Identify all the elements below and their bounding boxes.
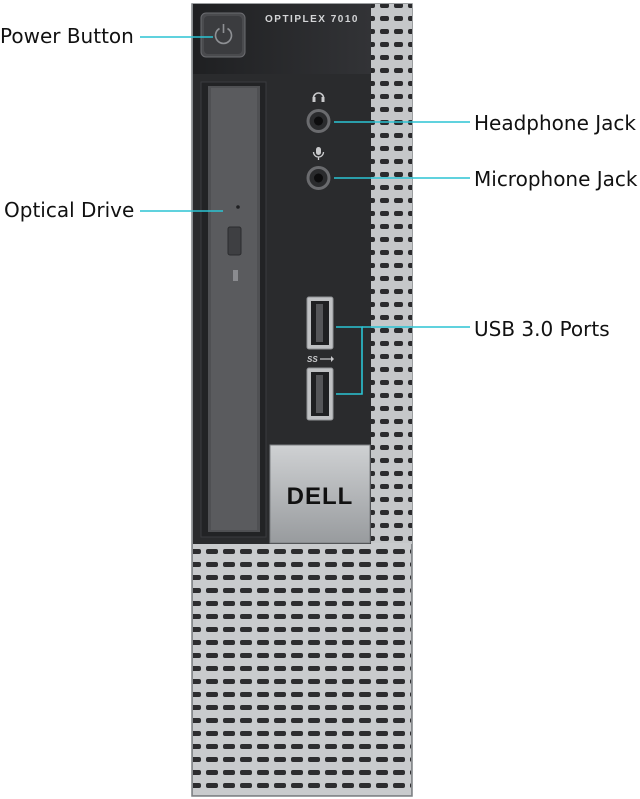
svg-text:SS: SS <box>307 355 318 364</box>
headphone-jack-label: Headphone Jack <box>474 111 636 135</box>
usb-ports-label: USB 3.0 Ports <box>474 317 610 341</box>
power-button-label: Power Button <box>0 24 134 48</box>
microphone-jack[interactable] <box>306 147 331 190</box>
microphone-icon <box>312 147 325 160</box>
power-button[interactable] <box>200 12 246 58</box>
vent-side <box>370 4 412 544</box>
dell-logo: DELL <box>287 483 354 510</box>
leader-usb <box>336 326 363 395</box>
optical-drive-label: Optical Drive <box>4 198 135 222</box>
optical-drive[interactable] <box>200 81 267 538</box>
drive-activity-indicator <box>233 270 238 281</box>
leader-lines <box>140 36 470 395</box>
usb-port-upper[interactable] <box>306 296 334 350</box>
eject-button[interactable] <box>227 226 242 256</box>
vent-bottom <box>193 543 411 795</box>
usb-port-lower[interactable] <box>306 367 334 421</box>
microphone-jack-label: Microphone Jack <box>474 167 638 191</box>
model-label: OPTIPLEX 7010 <box>265 14 359 25</box>
drive-led <box>236 205 240 209</box>
power-icon <box>214 24 233 45</box>
usb-ss-icon: SS <box>307 355 334 364</box>
headphone-jack[interactable] <box>306 92 331 133</box>
headphone-icon <box>312 92 325 102</box>
dell-badge: DELL <box>269 444 371 544</box>
